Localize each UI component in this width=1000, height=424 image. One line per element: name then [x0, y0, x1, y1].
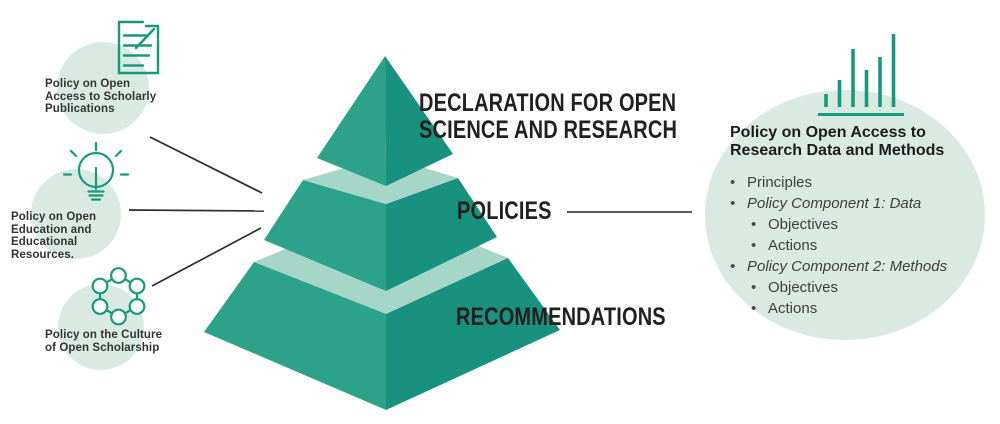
list-item: • Actions [751, 235, 947, 256]
connector-line-publications [149, 136, 263, 194]
label-line: Policy on Open [11, 211, 97, 223]
bullet-icon: • [730, 195, 736, 212]
right-panel-list: • Principles • Policy Component 1: Data … [730, 172, 947, 319]
list-item-text: Actions [768, 237, 818, 254]
right-panel-title-line: Research Data and Methods [730, 142, 945, 159]
tier-label-line: DECLARATION FOR OPEN [419, 89, 677, 117]
label-line: Policy on the Culture [45, 329, 163, 341]
list-item-text: Objectives [768, 279, 839, 296]
list-item: • Objectives [751, 214, 947, 235]
pyramid-tier-bottom-label: RECOMMENDATIONS [456, 303, 666, 331]
bullet-icon: • [730, 258, 736, 275]
connector-lines [128, 136, 265, 287]
pyramid-middle-right-face [386, 178, 497, 291]
bullet-icon: • [751, 300, 757, 317]
bullet-icon: • [730, 174, 736, 191]
pyramid-middle-left-face [264, 180, 386, 291]
label-line: Educational [11, 236, 78, 249]
pyramid-top-left-face [317, 56, 386, 186]
left-policy-label-scholarship: Policy on the Culture of Open Scholarshi… [45, 329, 162, 354]
lightbulb-icon [62, 141, 130, 201]
label-line: Publications [45, 103, 115, 116]
bar-chart-icon [818, 34, 904, 116]
pyramid-top-right-face [385, 56, 453, 186]
left-policy-label-publications: Policy on Open Access to Scholarly Publi… [45, 78, 156, 116]
connector-line-education [128, 209, 265, 212]
left-policy-label-education: Policy on Open Education and Educational… [11, 211, 96, 261]
bullet-icon: • [751, 216, 757, 233]
pyramid [204, 56, 560, 410]
bullet-icon: • [751, 279, 757, 296]
pyramid-bottom-left-face [204, 262, 386, 410]
bubble-research-data-methods [705, 90, 985, 340]
list-item: • Actions [751, 298, 947, 319]
bubble-open-scholarship [58, 284, 144, 370]
pyramid-tier-top-label: DECLARATION FOR OPEN SCIENCE AND RESEARC… [419, 90, 677, 144]
right-panel-title-line: Policy on Open Access to [730, 124, 926, 141]
list-item-text: Principles [747, 174, 813, 191]
tier-label-line: SCIENCE AND RESEARCH [419, 116, 678, 144]
list-item-text: Objectives [768, 216, 839, 233]
list-item: • Policy Component 2: Methods [730, 256, 947, 277]
label-line: Policy on Open [45, 78, 131, 90]
right-panel-title: Policy on Open Access to Research Data a… [730, 124, 944, 160]
document-export-icon [117, 20, 160, 75]
label-line: Resources. [11, 248, 75, 261]
pyramid-tier-middle-label: POLICIES [457, 197, 552, 225]
list-item: • Objectives [751, 277, 947, 298]
label-line: Education and [11, 223, 92, 236]
list-item-text: Policy Component 2: Methods [747, 258, 948, 275]
network-icon [91, 267, 146, 326]
pyramid-bottom-right-face [386, 258, 560, 410]
label-line: Access to Scholarly [45, 90, 157, 103]
label-line: of Open Scholarship [45, 341, 160, 354]
bullet-icon: • [751, 237, 757, 254]
list-item: • Policy Component 1: Data [730, 193, 947, 214]
list-item: • Principles [730, 172, 947, 193]
list-item-text: Policy Component 1: Data [747, 195, 922, 212]
connector-line-scholarship [151, 227, 262, 287]
list-item-text: Actions [768, 300, 818, 317]
